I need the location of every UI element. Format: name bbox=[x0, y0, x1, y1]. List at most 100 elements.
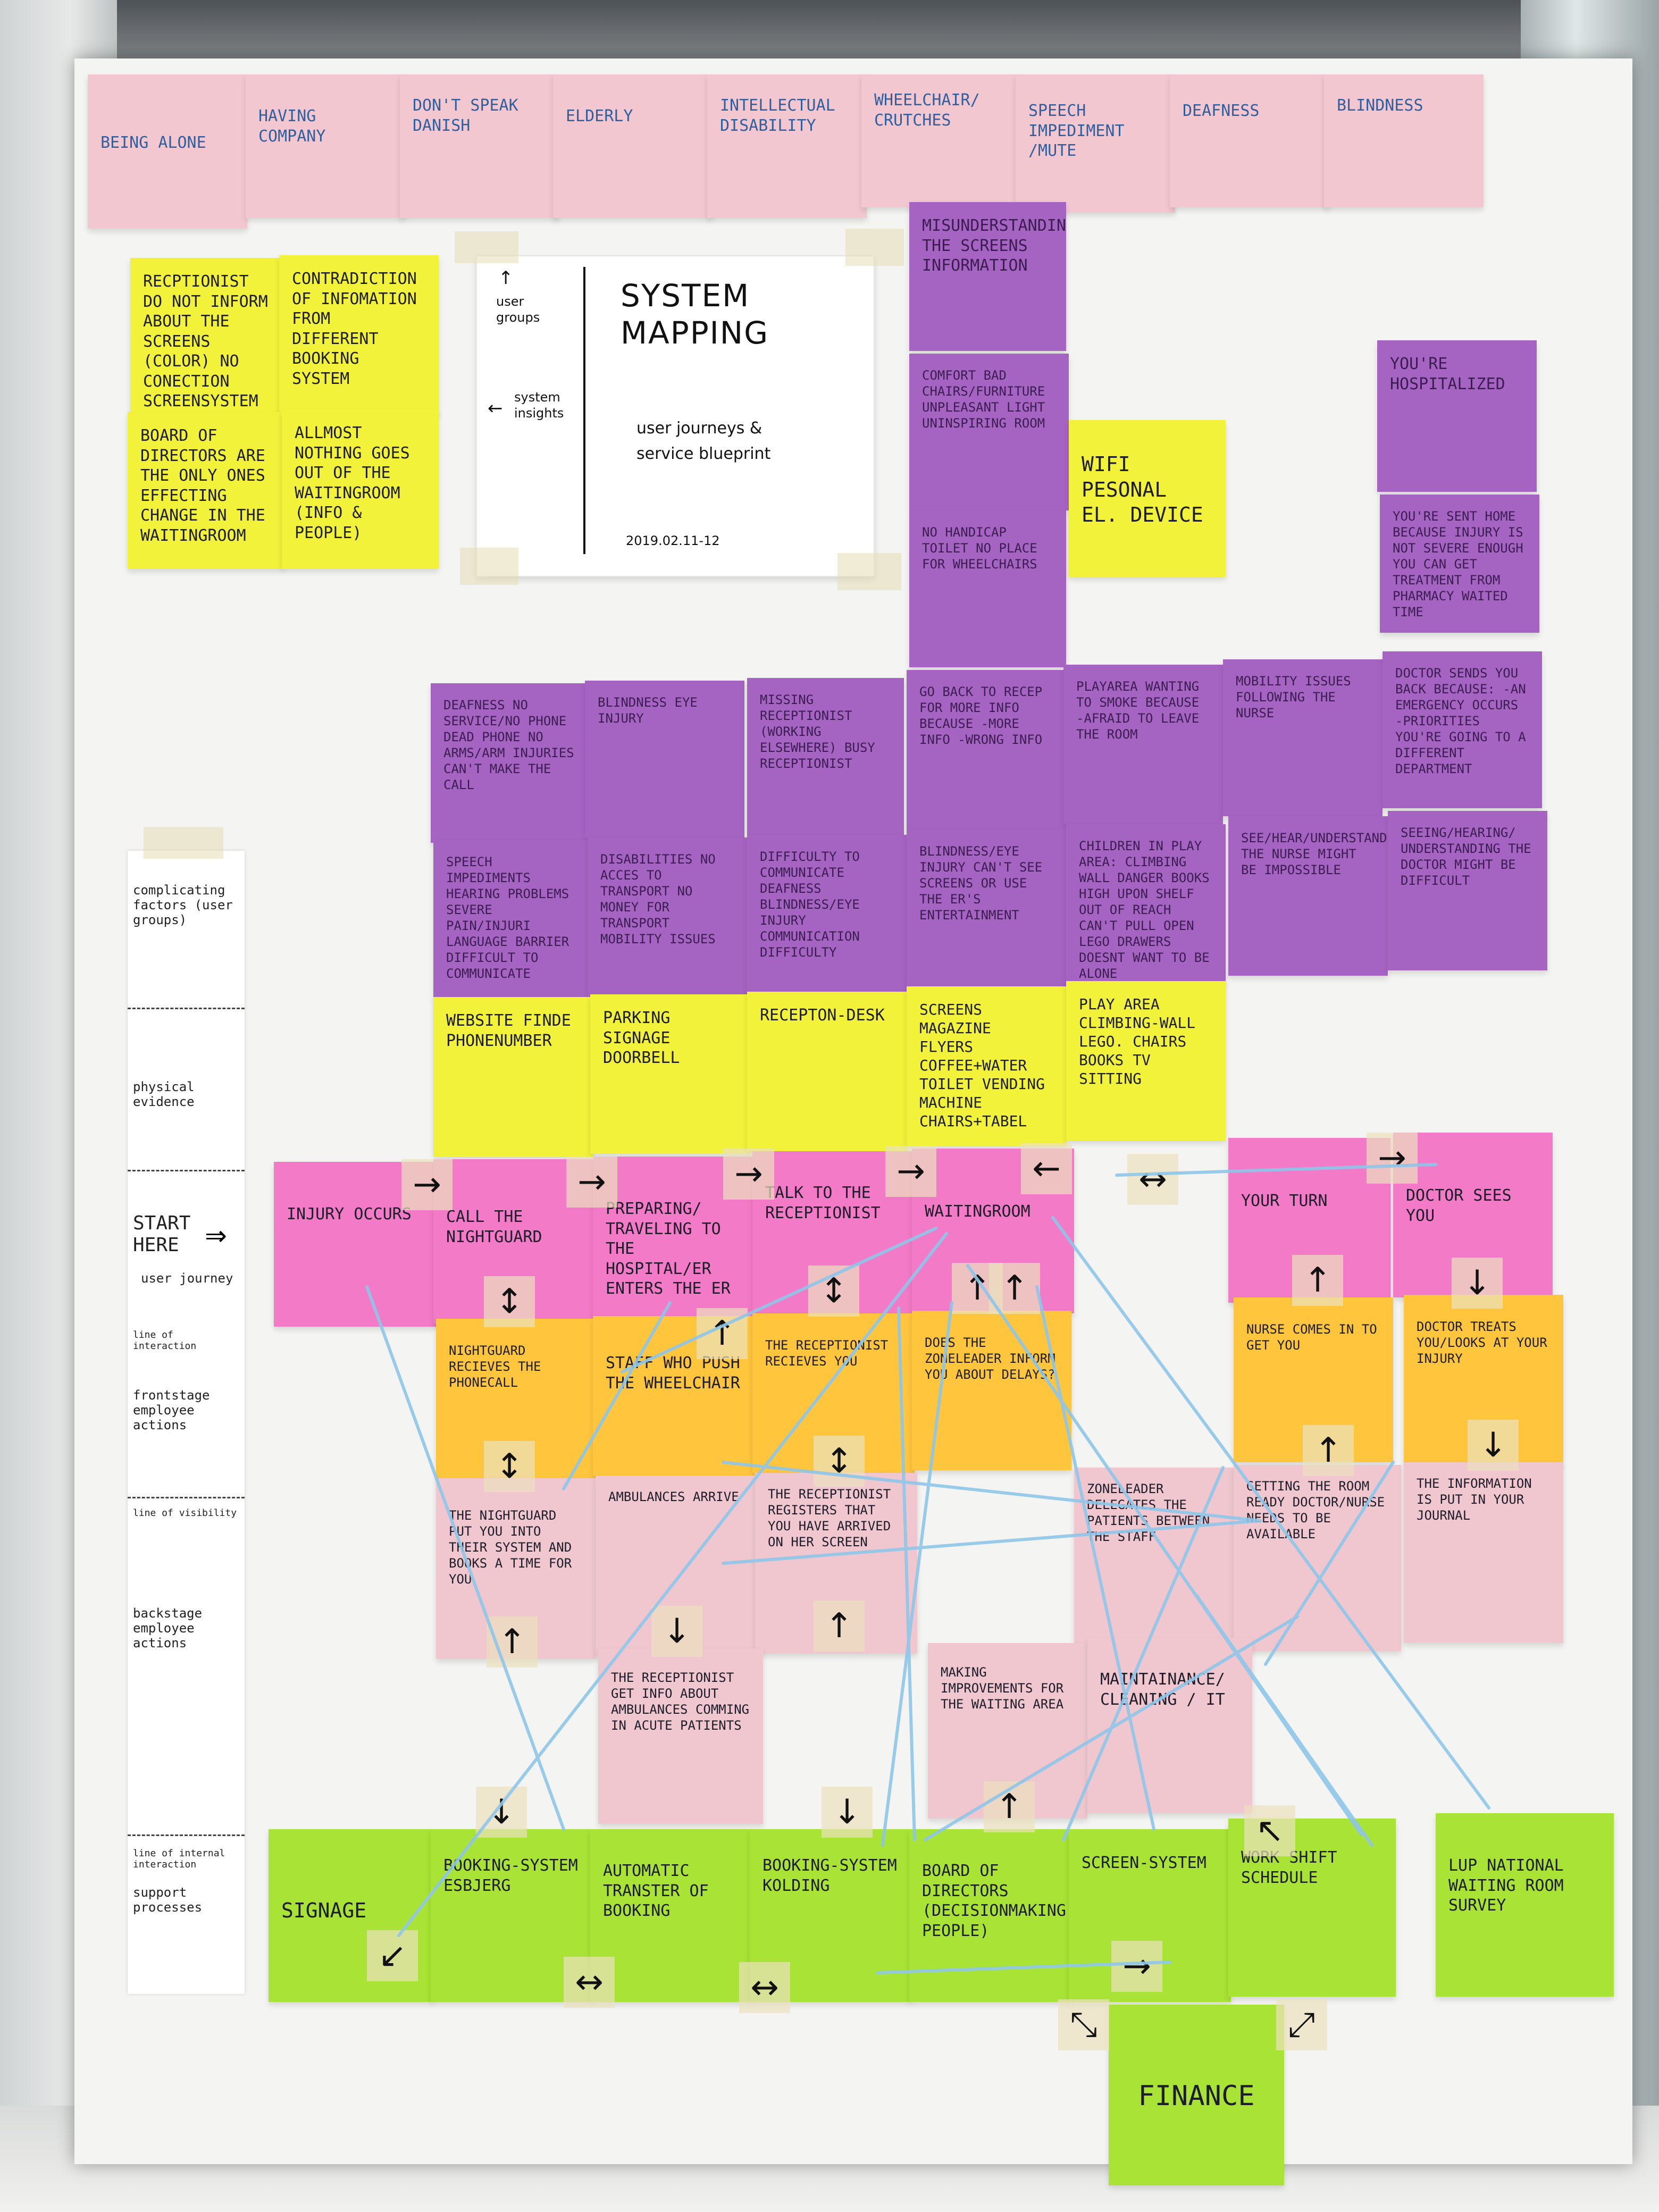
backstage-action: THE RECEPTIONIST GET INFO ABOUT AMBULANC… bbox=[598, 1648, 763, 1824]
arrow-down-icon: ↓ bbox=[476, 1787, 527, 1838]
lane-label-internal: line of internal interaction bbox=[133, 1848, 225, 1870]
lane-label-support: support processes bbox=[133, 1885, 203, 1915]
arrow-both-icon: ↔ bbox=[739, 1962, 790, 2013]
arrow-up-icon: ↑ bbox=[1303, 1425, 1354, 1476]
lane-divider bbox=[128, 1008, 245, 1009]
complicating-factor-note: SEEING/HEARING/ UNDERSTANDING THE DOCTOR… bbox=[1388, 811, 1547, 970]
backstage-action: MAINTAINANCE/ CLEANING / IT bbox=[1087, 1638, 1252, 1813]
arrow-right-icon: → bbox=[401, 1159, 453, 1210]
arrow-down-icon: ↓ bbox=[1452, 1258, 1503, 1309]
support-process: LUP NATIONAL WAITING ROOM SURVEY bbox=[1436, 1813, 1614, 1997]
arrow-diag-icon: ⤢ bbox=[1276, 1999, 1327, 2050]
complicating-factor-note: MOBILITY ISSUES FOLLOWING THE NURSE bbox=[1223, 659, 1382, 816]
arrow-down-icon: ↓ bbox=[1468, 1420, 1519, 1471]
arrow-right-icon: → bbox=[1111, 1941, 1162, 1992]
physical-evidence-note: PARKING SIGNAGE DOORBELL bbox=[590, 994, 750, 1154]
arrow-updown-icon: ↕ bbox=[484, 1441, 535, 1492]
support-process: BOARD OF DIRECTORS (DECISIONMAKING PEOPL… bbox=[909, 1829, 1071, 2002]
lane-divider bbox=[128, 1170, 245, 1171]
system-insights-label: system insights bbox=[514, 390, 564, 421]
complicating-factor-note: SEE/HEAR/UNDERSTAND THE NURSE MIGHT BE I… bbox=[1228, 816, 1388, 976]
tape-strip bbox=[837, 553, 901, 590]
arrow-right-icon: → bbox=[1367, 1133, 1418, 1184]
user-group-note: DEAFNESS bbox=[1170, 74, 1329, 207]
arrow-up-icon: ↑ bbox=[814, 1601, 865, 1652]
arrow-up-icon: ↑ bbox=[487, 1616, 538, 1668]
arrow-right-icon: → bbox=[566, 1157, 617, 1208]
backstage-action: ZONELEADER DELEGATES THE PATIENTS BETWEE… bbox=[1074, 1468, 1234, 1654]
lane-label-interaction: line of interaction bbox=[133, 1329, 197, 1352]
title-subtitle: user journeys & service blueprint bbox=[636, 419, 771, 463]
arrow-left-icon: ↙ bbox=[367, 1930, 418, 1981]
page-title: SYSTEM MAPPING bbox=[621, 278, 769, 351]
lane-label-physical: physical evidence bbox=[133, 1079, 195, 1109]
tape-strip bbox=[460, 548, 518, 585]
issue-note: YOU'RE SENT HOME BECAUSE INJURY IS NOT S… bbox=[1380, 495, 1539, 633]
user-group-note: HAVING COMPANY bbox=[246, 74, 405, 218]
arrow-updown-icon: ↕ bbox=[484, 1276, 535, 1327]
insight-note: CONTRADICTION OF INFOMATION FROM DIFFERE… bbox=[279, 255, 439, 415]
complicating-factor-note: GO BACK TO RECEP FOR MORE INFO BECAUSE -… bbox=[907, 670, 1066, 830]
user-group-note: ELDERLY bbox=[553, 74, 713, 218]
complicating-factor-note: DIFFICULTY TO COMMUNICATE DEAFNESS BLIND… bbox=[747, 835, 907, 994]
frontstage-action: DOES THE ZONELEADER INFORM YOU ABOUT DEL… bbox=[912, 1311, 1071, 1470]
tape-strip bbox=[845, 229, 904, 266]
arrow-both-icon: ↔ bbox=[564, 1957, 615, 2008]
user-groups-label: user groups bbox=[496, 294, 540, 325]
insight-note: RECPTIONIST DO NOT INFORM ABOUT THE SCRE… bbox=[130, 258, 284, 415]
arrow-diag-icon: ⤡ bbox=[1058, 1999, 1109, 2050]
start-arrow-icon: ⇒ bbox=[205, 1220, 227, 1251]
user-group-note: WHEELCHAIR/ CRUTCHES bbox=[861, 74, 1021, 207]
complicating-factor-note: DOCTOR SENDS YOU BACK BECAUSE: -AN EMERG… bbox=[1382, 651, 1542, 808]
title-date: 2019.02.11-12 bbox=[626, 533, 720, 548]
lane-label-complicating: complicating factors (user groups) bbox=[133, 883, 233, 927]
lane-label-visibility: line of visibility bbox=[133, 1507, 237, 1519]
finance-note: FINANCE bbox=[1109, 2005, 1284, 2185]
complicating-factor-note: PLAYAREA WANTING TO SMOKE BECAUSE -AFRAI… bbox=[1063, 665, 1223, 824]
title-card: ↑ user groups ← system insights SYSTEM M… bbox=[476, 255, 875, 577]
tape-strip bbox=[144, 827, 223, 859]
arrow-down-icon: ↓ bbox=[822, 1787, 873, 1838]
physical-evidence-note: SCREENS MAGAZINE FLYERS COFFEE+WATER TOI… bbox=[907, 986, 1066, 1146]
lane-label-start: START HERE bbox=[133, 1212, 191, 1256]
backstage-action: GETTING THE ROOM READY DOCTOR/NURSE NEED… bbox=[1234, 1465, 1401, 1651]
physical-evidence-note: WEBSITE FINDE PHONENUMBER bbox=[433, 997, 593, 1157]
arrow-up-icon: ↑ bbox=[697, 1308, 748, 1359]
user-group-note: BLINDNESS bbox=[1324, 74, 1484, 207]
physical-evidence-note: RECEPTON-DESK bbox=[747, 992, 907, 1151]
issue-note: YOU'RE HOSPITALIZED bbox=[1377, 340, 1537, 492]
lane-divider bbox=[128, 1834, 245, 1836]
arrow-updown-icon: ↕ bbox=[808, 1266, 859, 1317]
physical-evidence-note: PLAY AREA CLIMBING-WALL LEGO. CHAIRS BOO… bbox=[1066, 981, 1226, 1141]
user-group-note: SPEECH IMPEDIMENT /MUTE bbox=[1016, 74, 1175, 213]
complicating-factor-note: MISSING RECEPTIONIST (WORKING ELSEWHERE)… bbox=[747, 678, 904, 837]
tape-strip bbox=[455, 231, 518, 263]
backstage-action: THE INFORMATION IS PUT IN YOUR JOURNAL bbox=[1404, 1462, 1563, 1643]
lane-label-user-journey: user journey bbox=[141, 1271, 233, 1286]
complicating-factor-note: DISABILITIES NO ACCES TO TRANSPORT NO MO… bbox=[588, 837, 747, 997]
arrow-down-icon: ↓ bbox=[651, 1606, 702, 1657]
wifi-note: WIFI PESONAL EL. DEVICE bbox=[1069, 420, 1226, 577]
issue-note: MISUNDERSTANDING THE SCREENS INFORMATION bbox=[909, 202, 1066, 351]
complicating-factor-note: BLINDNESS/EYE INJURY CAN'T SEE SCREENS O… bbox=[907, 830, 1066, 989]
user-group-note: BEING ALONE bbox=[88, 74, 247, 229]
complicating-factor-note: BLINDNESS EYE INJURY bbox=[585, 681, 744, 837]
issue-note: NO HANDICAP TOILET NO PLACE FOR WHEELCHA… bbox=[909, 510, 1066, 667]
lane-label-frontstage: frontstage employee actions bbox=[133, 1388, 210, 1432]
complicating-factor-note: SPEECH IMPEDIMENTS HEARING PROBLEMS SEVE… bbox=[433, 840, 590, 1000]
issue-note: COMFORT BAD CHAIRS/FURNITURE UNPLEASANT … bbox=[909, 354, 1069, 510]
complicating-factor-note: DEAFNESS NO SERVICE/NO PHONE DEAD PHONE … bbox=[431, 683, 588, 843]
insight-note: ALLMOST NOTHING GOES OUT OF THE WAITINGR… bbox=[282, 409, 439, 569]
swimlane-label-strip bbox=[128, 851, 245, 1994]
arrow-up-icon: ↑ bbox=[1292, 1255, 1343, 1306]
arrow-up-icon: ↑ bbox=[984, 1781, 1035, 1832]
arrow-nw-icon: ↖ bbox=[1244, 1805, 1295, 1856]
arrow-updown-icon: ↕ bbox=[814, 1436, 865, 1487]
complicating-factor-note: CHILDREN IN PLAY AREA: CLIMBING WALL DAN… bbox=[1066, 824, 1226, 984]
lane-divider bbox=[128, 1497, 245, 1498]
arrow-left-icon: ← bbox=[1021, 1143, 1072, 1194]
arrow-both-icon: ↔ bbox=[1127, 1154, 1178, 1205]
arrow-right-icon: → bbox=[885, 1146, 936, 1197]
user-group-note: DON'T SPEAK DANISH bbox=[400, 74, 559, 218]
insight-note: BOARD OF DIRECTORS ARE THE ONLY ONES EFF… bbox=[128, 412, 284, 569]
